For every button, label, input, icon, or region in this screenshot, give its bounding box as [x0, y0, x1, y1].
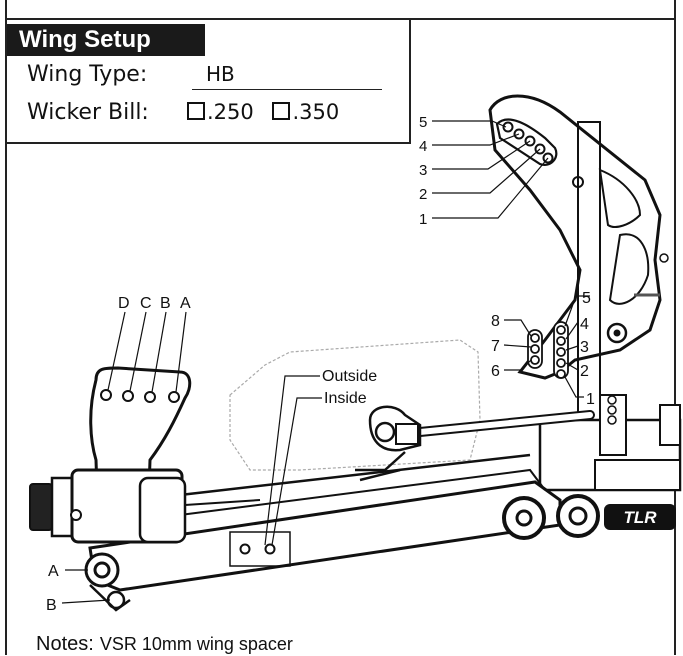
rear-hole-label-D: D — [118, 295, 130, 312]
link-hole-label-r4: 4 — [580, 316, 589, 333]
checkbox-icon[interactable] — [187, 102, 205, 120]
wicker-option-label: .350 — [292, 100, 340, 124]
wing-type-field[interactable]: HB — [192, 62, 382, 90]
wing-hole-label-5: 5 — [419, 114, 427, 131]
wing-plate-bolt-2 — [606, 322, 628, 344]
notes-line: Notes:VSR 10mm wing spacer — [36, 633, 293, 656]
wing-hole-1 — [542, 152, 554, 164]
wing-plate-cutout — [598, 168, 642, 228]
wing-hole-2 — [534, 143, 546, 155]
rear-hole-label-C: C — [140, 295, 152, 312]
wing-hole-label-2: 2 — [419, 186, 427, 203]
link-hole-label-6: 6 — [491, 363, 500, 380]
link-hole-label-r1: 1 — [586, 391, 595, 408]
wing-hole-label-4: 4 — [419, 138, 427, 155]
wicker-option-350[interactable]: .350 — [272, 100, 339, 124]
link-hole-label-7: 7 — [491, 338, 500, 355]
svg-text:TLR: TLR — [623, 508, 657, 527]
wicker-bill-options: .250 .350 — [187, 100, 351, 124]
frame-top-rule — [5, 18, 676, 20]
section-title: Wing Setup — [7, 24, 205, 56]
outside-label: Outside — [322, 368, 377, 385]
checkbox-icon[interactable] — [272, 102, 291, 120]
rear-hole-label-B: B — [160, 295, 171, 312]
brand-logo: TLR — [604, 504, 676, 530]
chassis-outline — [229, 339, 481, 471]
axle-nut — [29, 483, 53, 531]
notes-value: VSR 10mm wing spacer — [99, 634, 293, 654]
pivot-label-b: B — [46, 597, 57, 614]
wing-type-label: Wing Type: — [27, 62, 148, 87]
link-hole-label-r3: 3 — [580, 339, 589, 356]
wing-hole-label-1: 1 — [419, 211, 427, 228]
wing-hole-4 — [513, 128, 525, 140]
wing-hole-5 — [502, 121, 514, 133]
rear-hole-C — [122, 390, 134, 402]
link-hole-label-8: 8 — [491, 313, 500, 330]
wicker-option-250[interactable]: .250 — [187, 100, 254, 124]
link-hole-label-r5: 5 — [582, 290, 591, 307]
rear-hole-D — [100, 389, 112, 401]
rear-hole-A — [168, 391, 180, 403]
link-holes-left-group — [527, 329, 543, 369]
link-hole-label-r2: 2 — [580, 363, 589, 380]
wing-hole-label-3: 3 — [419, 162, 427, 179]
wing-plate-cutout-2 — [608, 233, 650, 305]
notes-label: Notes: — [36, 633, 94, 655]
rear-hole-B — [144, 391, 156, 403]
wing-setup-box: Wing Setup Wing Type: HB Wicker Bill: .2… — [7, 20, 411, 144]
inside-label: Inside — [324, 390, 367, 407]
rear-hole-label-A: A — [180, 295, 191, 312]
wicker-bill-label: Wicker Bill: — [27, 100, 149, 125]
wing-hole-3 — [524, 135, 536, 147]
page-frame — [5, 0, 676, 655]
wicker-option-label: .250 — [207, 100, 254, 124]
pivot-label-a: A — [48, 563, 59, 580]
wing-type-value: HB — [206, 62, 235, 86]
